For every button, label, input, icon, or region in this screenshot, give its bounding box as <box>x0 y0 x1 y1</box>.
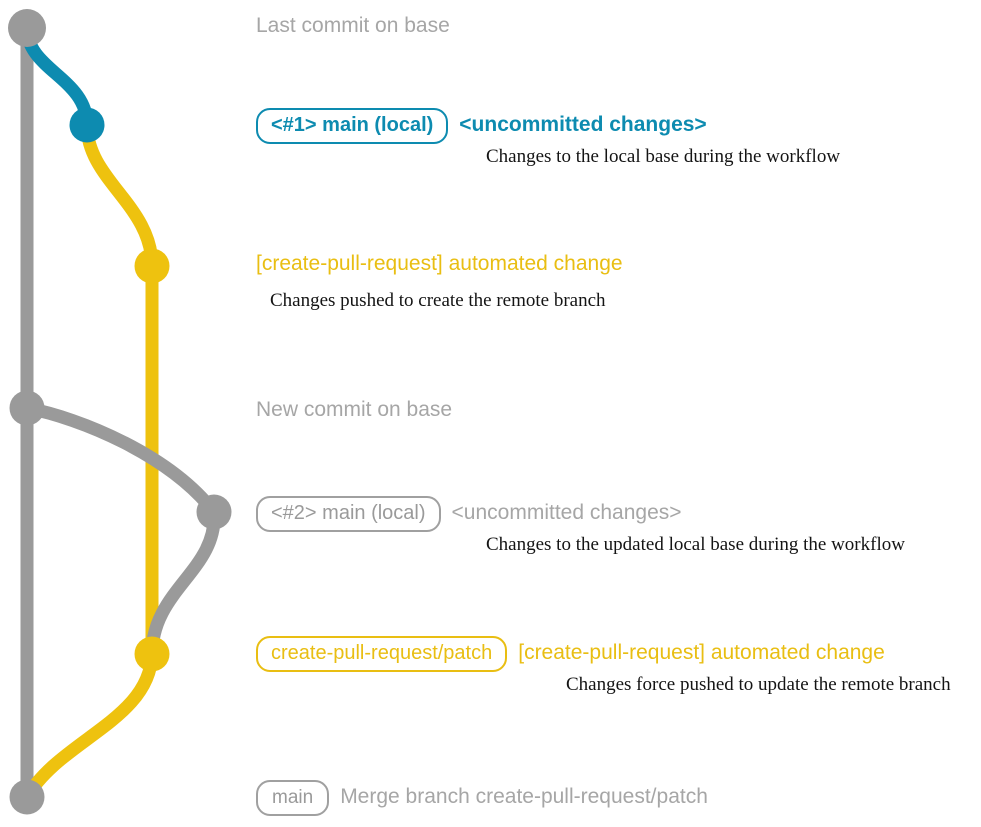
edge-local2-to-remote2 <box>145 505 221 661</box>
commit-node-automated-change-1[interactable] <box>134 248 170 284</box>
commit-subject-local-2: <uncommitted changes> <box>451 501 682 524</box>
row-merge-main: main Merge branch create-pull-request/pa… <box>256 780 708 816</box>
label-last-commit-on-base: Last commit on base <box>256 14 450 37</box>
commit-subject-automated-change-2: [create-pull-request] automated change <box>518 641 885 664</box>
commit-subject-local-1: <uncommitted changes> <box>459 113 707 136</box>
branch-badge-create-pull-request-patch[interactable]: create-pull-request/patch <box>256 636 508 672</box>
commit-node-new-commit-on-base[interactable] <box>9 390 45 426</box>
edge-remote2-to-merge <box>20 647 159 804</box>
branch-badge-main-local-2[interactable]: <#2> main (local) <box>256 496 441 532</box>
row-automated-change-1: [create-pull-request] automated change <box>256 252 623 276</box>
caption-local-1: Changes to the local base during the wor… <box>486 146 841 167</box>
row-automated-change-2: create-pull-request/patch [create-pull-r… <box>256 636 885 672</box>
branch-badge-main[interactable]: main <box>256 780 330 816</box>
commit-node-last-commit-on-base[interactable] <box>8 9 46 47</box>
branch-badge-main-local-1[interactable]: <#1> main (local) <box>256 108 449 144</box>
edge-base-to-local2 <box>20 401 221 519</box>
caption-automated-change-2: Changes force pushed to update the remot… <box>566 674 951 695</box>
commit-node-local-1[interactable] <box>69 107 105 143</box>
caption-automated-change-1: Changes pushed to create the remote bran… <box>270 290 606 311</box>
commit-node-local-2[interactable] <box>196 494 232 530</box>
label-new-commit-on-base: New commit on base <box>256 398 453 421</box>
caption-local-2: Changes to the updated local base during… <box>486 534 905 555</box>
edge-local1-to-remote1 <box>80 118 159 273</box>
row-local-2: <#2> main (local) <uncommitted changes> <box>256 496 682 532</box>
commit-node-merge-main[interactable] <box>9 779 45 815</box>
commit-subject-merge-main: Merge branch create-pull-request/patch <box>340 785 708 808</box>
commit-node-automated-change-2[interactable] <box>134 636 170 672</box>
row-local-1: <#1> main (local) <uncommitted changes> <box>256 108 707 144</box>
commit-subject-automated-change-1: [create-pull-request] automated change <box>256 252 623 275</box>
